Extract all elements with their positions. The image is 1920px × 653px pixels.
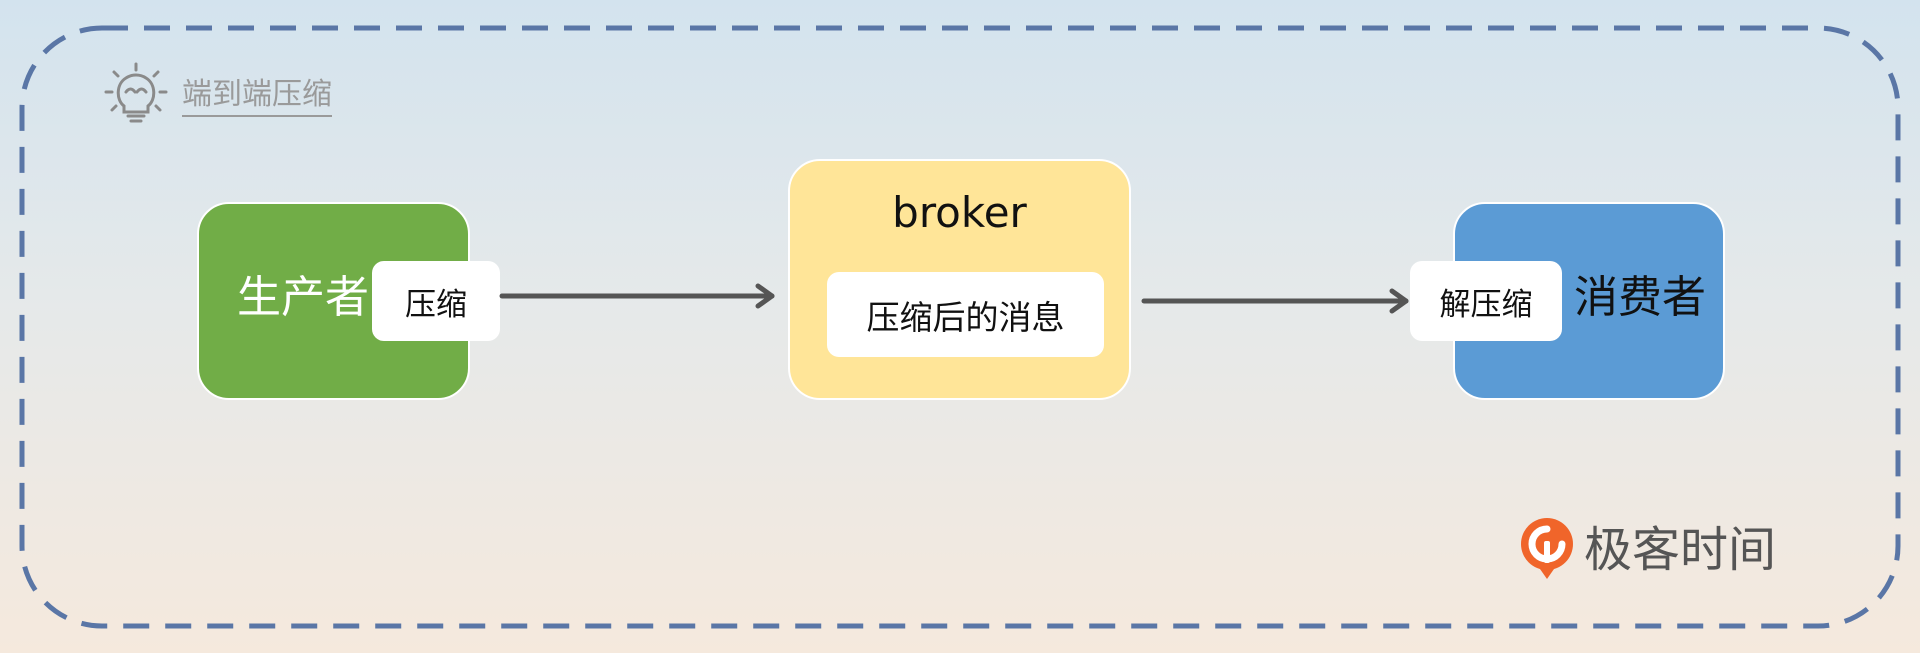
logo-text: 极客时间: [1584, 522, 1777, 578]
decompress-chip: 解压缩: [1410, 261, 1562, 341]
compress-chip: 压缩: [372, 261, 500, 341]
producer-label: 生产者: [237, 272, 369, 323]
geektime-logo-icon: [1518, 515, 1576, 585]
arrow-producer-to-broker-head: [755, 283, 775, 309]
title: 端到端压缩: [104, 62, 332, 130]
consumer-label: 消费者: [1574, 272, 1706, 323]
title-text: 端到端压缩: [182, 76, 332, 117]
lightbulb-icon: [104, 62, 168, 130]
geektime-logo: 极客时间: [1518, 515, 1776, 585]
broker-label: broker: [892, 188, 1027, 237]
compressed-message-chip: 压缩后的消息: [827, 272, 1104, 357]
arrow-broker-to-consumer-head: [1389, 288, 1409, 314]
